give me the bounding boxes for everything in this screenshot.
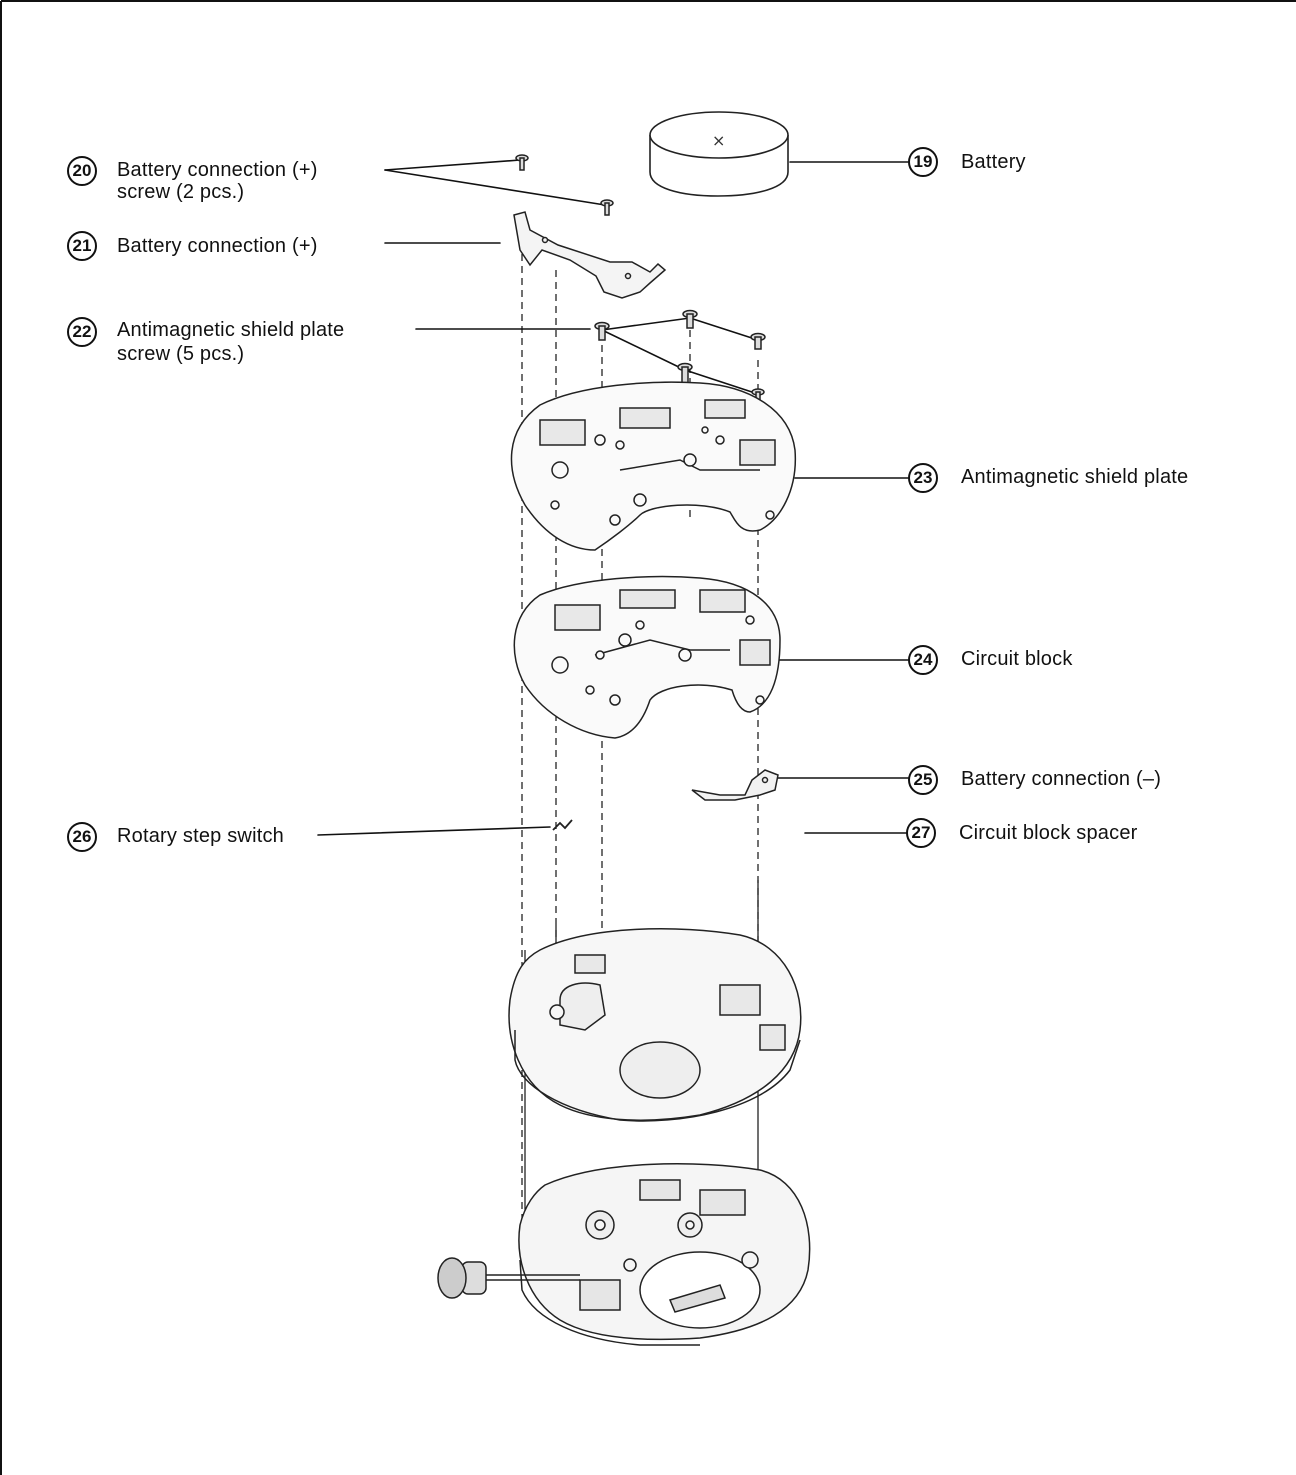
leader-20b xyxy=(384,169,606,206)
watch-movement-drawing xyxy=(437,1163,811,1346)
leader-26 xyxy=(317,826,551,836)
battery-drawing: × xyxy=(649,111,789,197)
circuit-block-spacer-drawing xyxy=(508,928,802,1122)
part-label-22: Antimagnetic shield plate xyxy=(117,319,345,341)
battery-connection-plus-drawing xyxy=(513,211,667,299)
battery-connection-minus-drawing xyxy=(691,769,779,801)
part-number-24: 24 xyxy=(908,645,938,675)
part-label-24: Circuit block xyxy=(961,648,1073,670)
part-number-25: 25 xyxy=(908,765,938,795)
part-label-22-line2: screw (5 pcs.) xyxy=(117,343,245,365)
part-label-19: Battery xyxy=(961,151,1026,173)
part-number-26: 26 xyxy=(67,822,97,852)
part-label-27: Circuit block spacer xyxy=(959,822,1138,844)
part-label-21: Battery connection (+) xyxy=(117,235,318,257)
leader-20a xyxy=(384,159,521,171)
part-label-23: Antimagnetic shield plate xyxy=(961,466,1189,488)
part-number-27: 27 xyxy=(906,818,936,848)
part-label-20-line2: screw (2 pcs.) xyxy=(117,181,245,203)
part-number-23: 23 xyxy=(908,463,938,493)
circuit-block-drawing xyxy=(513,575,781,739)
battery-connection-screws-drawing xyxy=(515,154,614,216)
part-label-26: Rotary step switch xyxy=(117,825,284,847)
part-number-21: 21 xyxy=(67,231,97,261)
part-label-25: Battery connection (–) xyxy=(961,768,1162,790)
part-number-19: 19 xyxy=(908,147,938,177)
part-label-20: Battery connection (+) xyxy=(117,159,318,181)
rotary-step-switch-drawing xyxy=(552,819,573,831)
part-number-22: 22 xyxy=(67,317,97,347)
antimagnetic-shield-plate-drawing xyxy=(510,381,797,551)
part-number-20: 20 xyxy=(67,156,97,186)
svg-text:×: × xyxy=(712,131,725,150)
